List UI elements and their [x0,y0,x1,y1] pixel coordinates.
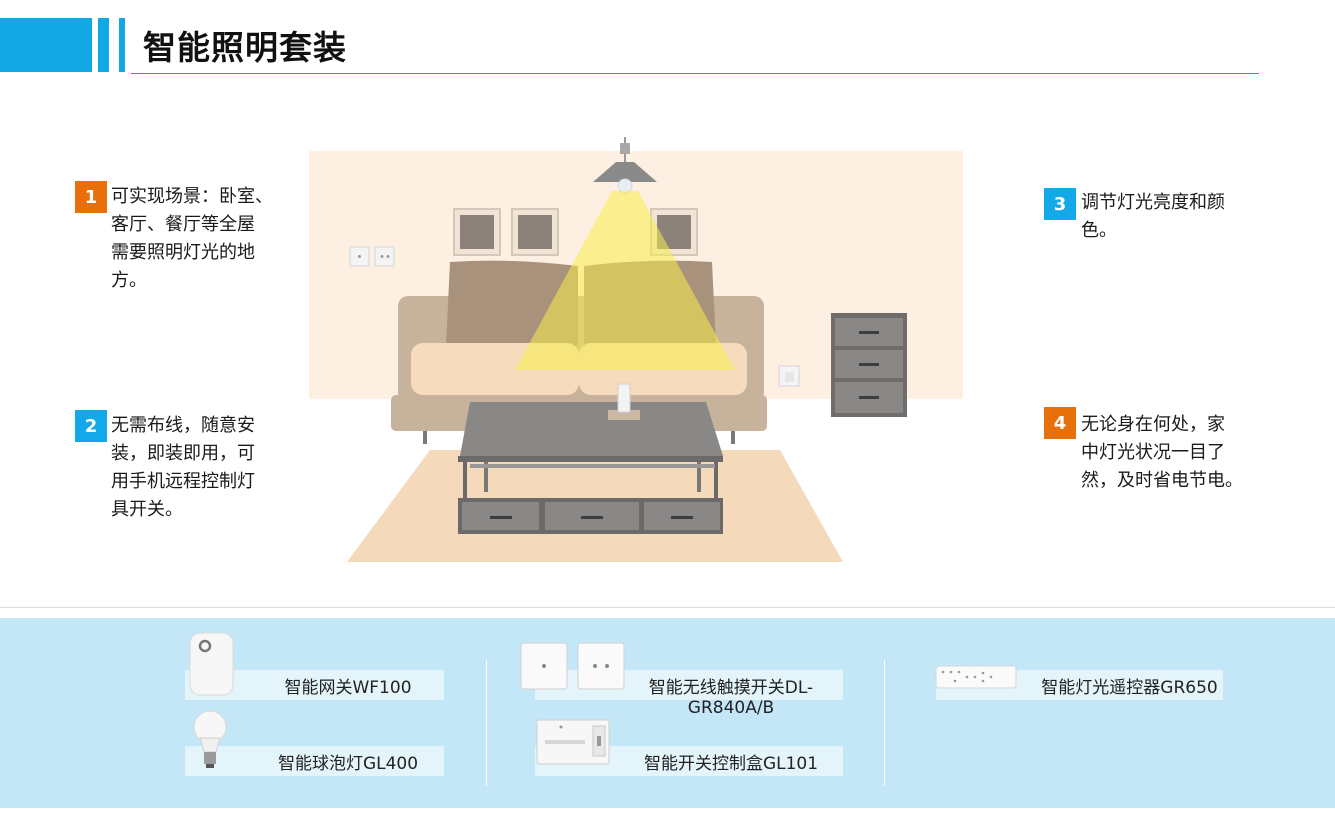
column-divider [884,660,885,786]
picture-frame [453,208,501,256]
feature-4-line: 无论身在何处，家 [1081,414,1225,435]
product-name-touch-switch: 智能无线触摸开关DL- GR840A/B [636,678,826,718]
light-beam [515,191,735,370]
sofa-leg [423,431,427,444]
feature-1-text: 可实现场景：卧室、 客厅、餐厅等全屋 需要照明灯光的地 方。 [111,183,291,295]
touch-switch-icon [520,642,625,690]
feature-2-line: 具开关。 [111,499,183,520]
feature-2-text: 无需布线，随意安 装，即装即用，可 用手机远程控制灯 具开关。 [111,412,291,524]
product-name-line: 智能无线触摸开关DL- [648,678,814,698]
feature-4-badge: 4 [1044,407,1076,439]
feature-2-line: 无需布线，随意安 [111,415,255,436]
remote-stand [608,410,640,420]
feature-4-line: 中灯光状况一目了 [1081,442,1225,463]
feature-4-line: 然，及时省电节电。 [1081,470,1243,491]
feature-1-line: 需要照明灯光的地 [111,242,255,263]
header-accent-stripe [98,18,109,72]
feature-1-line: 客厅、餐厅等全屋 [111,214,255,235]
product-name-switch-box: 智能开关控制盒GL101 [643,754,819,774]
feature-3-badge: 3 [1044,188,1076,220]
section-divider [0,607,1335,608]
feature-3-line: 色。 [1081,220,1117,241]
light-bulb-icon [617,178,633,194]
header-accent-stripe-thin [119,18,125,72]
product-name-bulb: 智能球泡灯GL400 [277,754,419,774]
switch-control-box-icon [536,719,610,765]
picture-frame [511,208,559,256]
living-room-illustration [309,137,963,562]
feature-3-text: 调节灯光亮度和颜 色。 [1081,189,1271,245]
coffee-table [458,402,723,534]
remote-icon [617,383,631,413]
feature-2-badge: 2 [75,410,107,442]
light-remote-icon [935,665,1017,689]
header-accent-block [0,18,92,72]
feature-1-badge: 1 [75,181,107,213]
wall-switch-icon [349,246,370,267]
pendant-lamp-icon [593,162,657,182]
page-title: 智能照明套装 [143,28,347,67]
sofa-leg [731,431,735,444]
feature-4-text: 无论身在何处，家 中灯光状况一目了 然，及时省电节电。 [1081,411,1281,495]
lamp-holder [620,143,630,154]
gateway-device-icon [189,632,234,696]
product-label-bar [185,746,444,776]
feature-1-line: 方。 [111,270,147,291]
wall-socket-icon [778,365,800,387]
product-name-remote: 智能灯光遥控器GR650 [1041,678,1218,698]
feature-2-line: 用手机远程控制灯 [111,471,255,492]
feature-3-line: 调节灯光亮度和颜 [1081,192,1225,213]
product-name-line: GR840A/B [687,698,775,718]
smart-bulb-icon [193,710,227,768]
feature-1-line: 可实现场景：卧室、 [111,186,273,207]
cabinet [831,313,907,417]
product-name-gateway: 智能网关WF100 [284,678,412,698]
column-divider [486,660,487,786]
feature-2-line: 装，即装即用，可 [111,443,255,464]
wall-switch-icon [374,246,395,267]
header-underline [131,73,1259,74]
